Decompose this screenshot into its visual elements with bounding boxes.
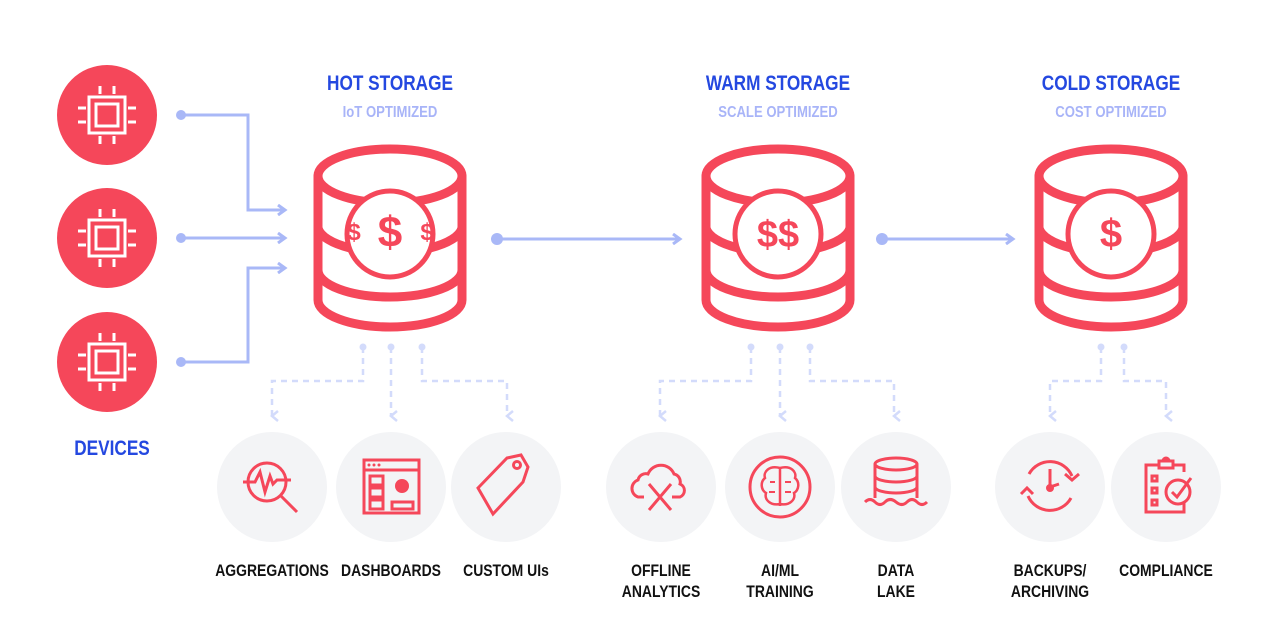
backup-clock-icon [1019, 460, 1080, 512]
use-case-data-lake [841, 432, 951, 542]
svg-text:$: $ [420, 219, 434, 246]
cold-storage-database-icon: $ [1034, 144, 1188, 332]
device-node-1 [57, 65, 157, 165]
ai-ml-training-label: AI/ML TRAINING [746, 561, 814, 601]
use-case-custom-uis [451, 432, 561, 542]
custom-uis-label: CUSTOM UIs [463, 561, 549, 580]
compliance-label: COMPLIANCE [1119, 561, 1213, 580]
aggregations-label: AGGREGATIONS [215, 561, 329, 580]
clipboard-check-icon [1144, 456, 1193, 514]
use-case-backups-archiving [995, 432, 1105, 542]
hot-storage-database-icon: $ $ $ [313, 144, 467, 332]
warm-storage-title: WARM STORAGE [705, 72, 851, 95]
cold-storage-subtitle: COST OPTIMIZED [1055, 104, 1167, 121]
use-case-aggregations [217, 432, 327, 542]
data-lake-label: DATA LAKE [877, 561, 915, 601]
hot-storage-subtitle: IoT OPTIMIZED [342, 104, 438, 121]
dashboards-label: DASHBOARDS [341, 561, 441, 580]
offline-analytics-label: OFFLINE ANALYTICS [621, 561, 701, 601]
connector-dots [359, 343, 1128, 351]
svg-text:$$: $$ [757, 214, 799, 256]
brain-icon [748, 455, 812, 519]
dashboard-window-icon [362, 458, 421, 515]
tag-icon [476, 453, 530, 517]
backups-archiving-label: BACKUPS/ ARCHIVING [1010, 561, 1090, 601]
warm-storage-subtitle: SCALE OPTIMIZED [718, 104, 838, 121]
cloud-offline-icon [630, 463, 686, 511]
use-case-connectors [270, 347, 1173, 422]
svg-text:$: $ [1100, 212, 1122, 256]
hot-storage-title: HOT STORAGE [327, 72, 453, 95]
device-node-2 [57, 188, 157, 288]
chip-icon [78, 333, 136, 391]
chip-icon [78, 209, 136, 267]
warm-storage-database-icon: $$ [701, 144, 855, 332]
use-case-compliance [1111, 432, 1221, 542]
analytics-magnifier-icon [243, 461, 299, 514]
svg-text:$: $ [378, 208, 402, 257]
cold-storage-title: COLD STORAGE [1041, 72, 1181, 95]
tier-connectors [491, 233, 1013, 245]
chip-icon [78, 86, 136, 144]
use-case-ai-ml-training [725, 432, 835, 542]
device-node-3 [57, 312, 157, 412]
use-case-dashboards [336, 432, 446, 542]
data-lake-icon [863, 456, 929, 506]
svg-text:$: $ [347, 219, 361, 246]
devices-label: DEVICES [74, 437, 150, 460]
device-connectors [176, 110, 285, 367]
use-case-offline-analytics [606, 432, 716, 542]
